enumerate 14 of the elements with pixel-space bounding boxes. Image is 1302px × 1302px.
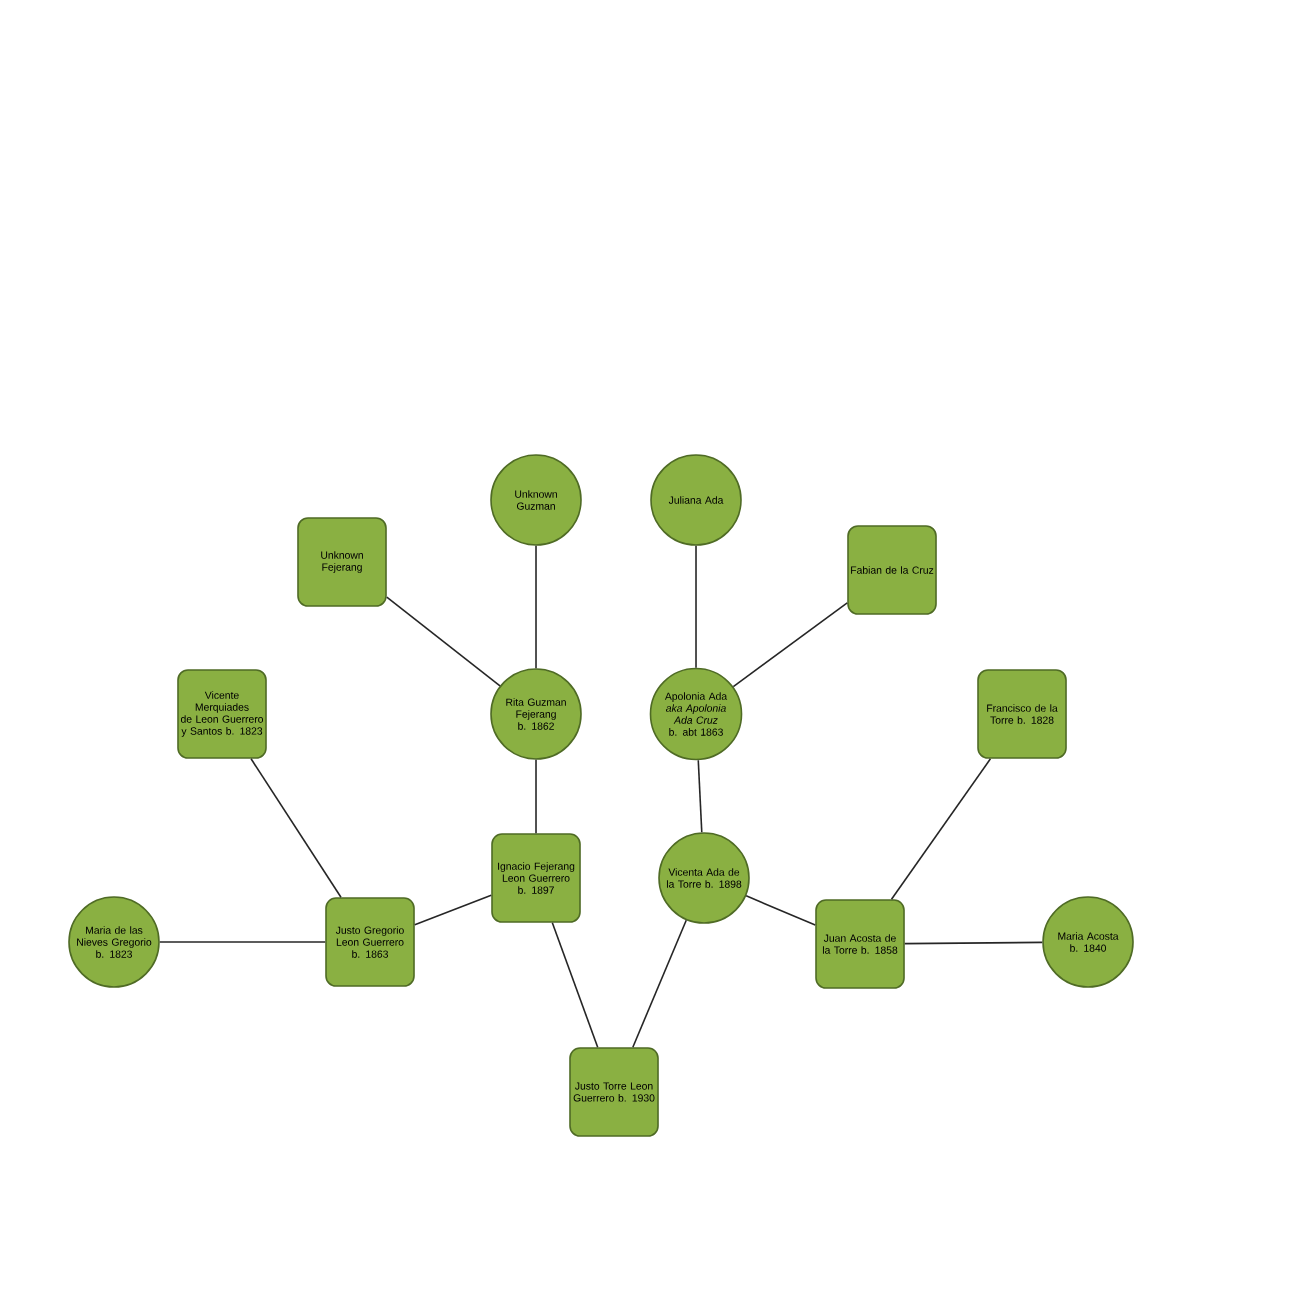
connector-line <box>745 895 816 926</box>
connector-line <box>695 545 697 669</box>
connector-line <box>414 894 492 926</box>
connector-line <box>159 941 326 943</box>
connector-line <box>386 596 501 687</box>
connector-line <box>535 545 537 669</box>
connector-line <box>632 919 688 1048</box>
connector-line <box>250 758 342 898</box>
connector-line <box>890 758 992 900</box>
connector-line <box>732 602 848 688</box>
connector-line <box>697 759 703 834</box>
connector-line <box>535 759 537 834</box>
connector-line <box>551 922 599 1048</box>
connector-line <box>904 941 1043 945</box>
